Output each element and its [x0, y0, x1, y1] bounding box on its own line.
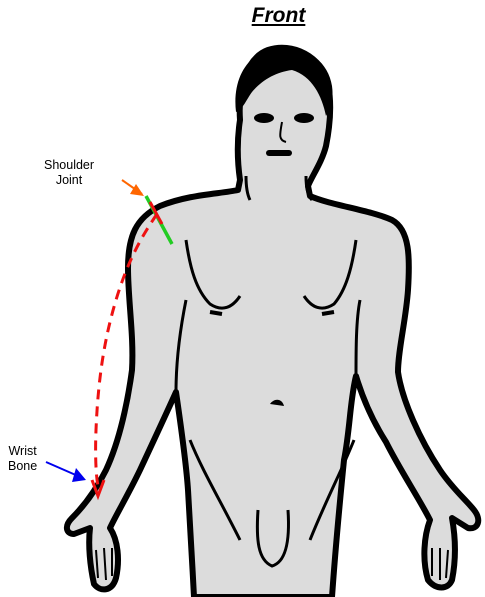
shoulder-pointer-arrowhead [130, 184, 144, 196]
left-nipple [210, 312, 222, 314]
wrist-pointer-arrow [46, 462, 78, 476]
left-eye [254, 113, 274, 123]
right-eye [294, 113, 314, 123]
groin [257, 510, 288, 566]
mouth [266, 150, 292, 156]
wrist-pointer-arrowhead [72, 468, 86, 482]
right-nipple [322, 312, 334, 314]
